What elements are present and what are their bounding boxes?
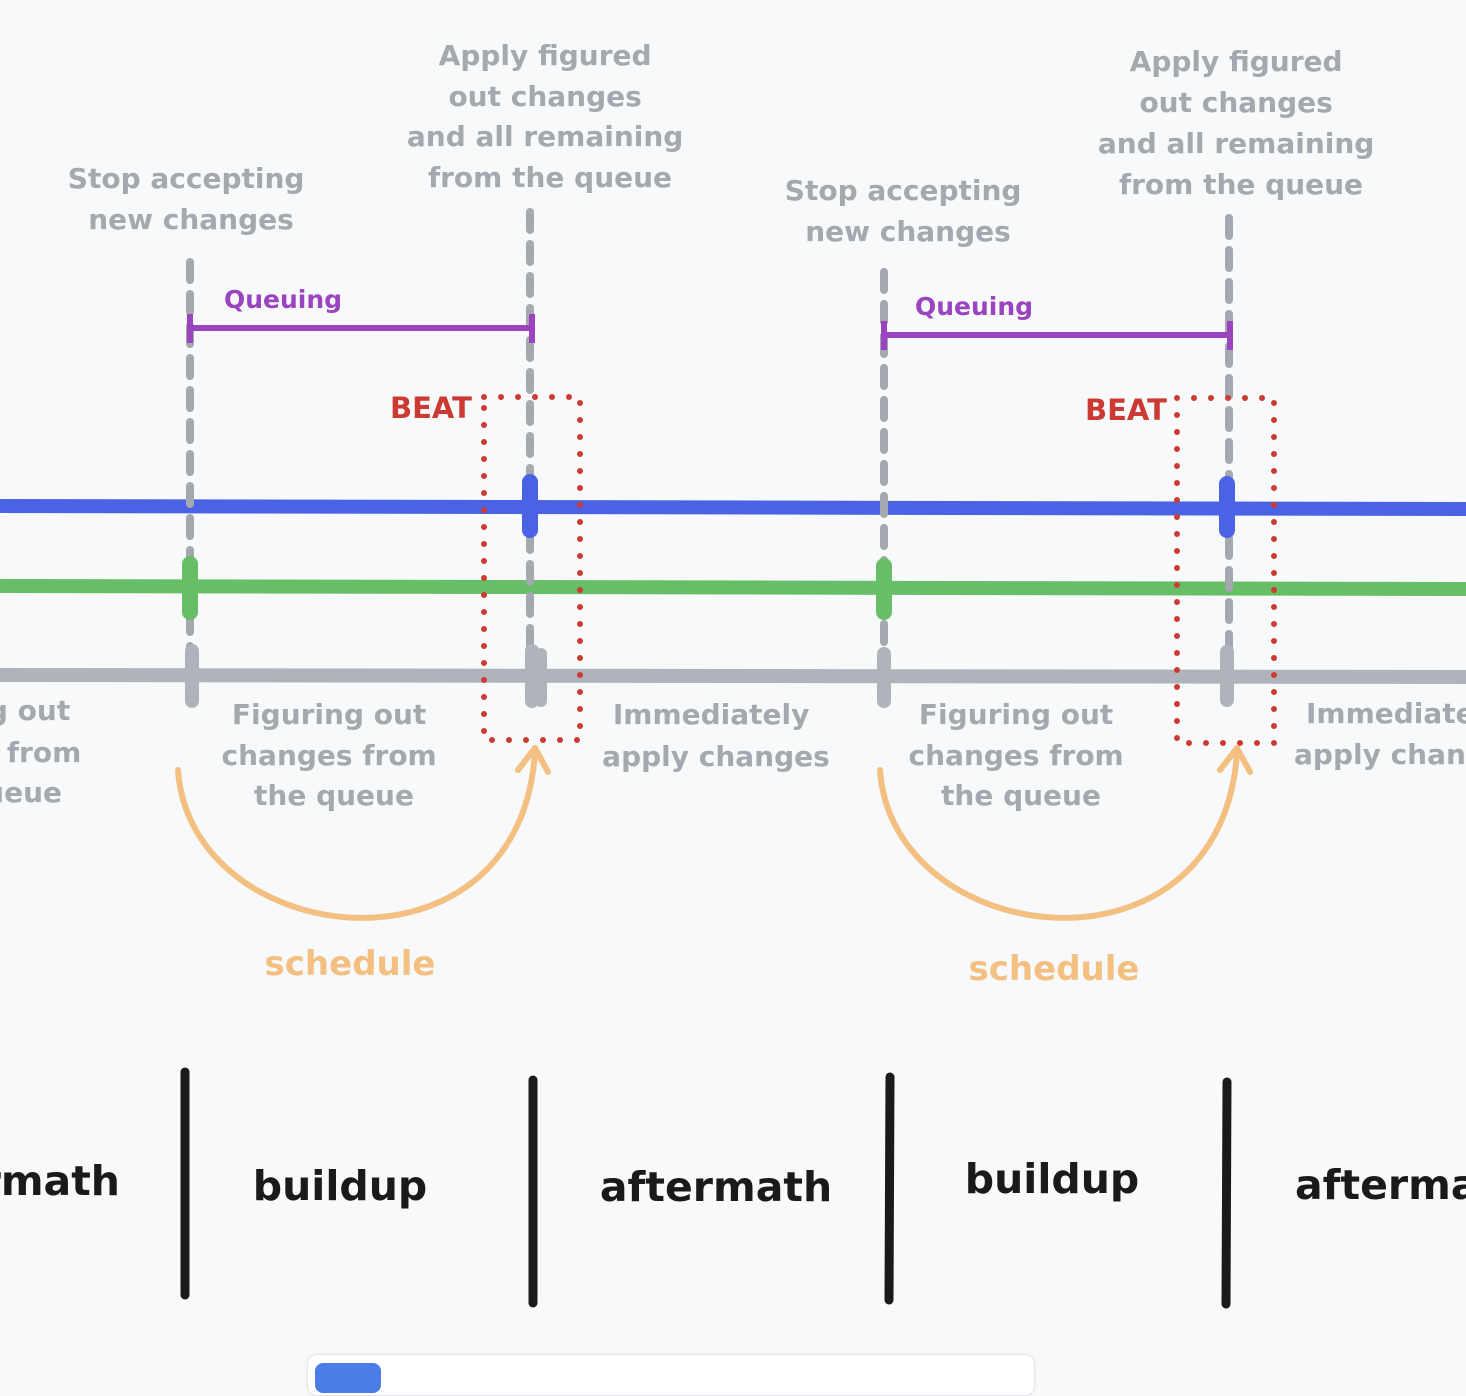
figuring-out-label-2: Figuring out changes from the queue bbox=[909, 698, 1134, 812]
apply-changes-label-1: Apply figured out changes and all remain… bbox=[407, 39, 693, 194]
phase-label-buildup-2: buildup bbox=[965, 1155, 1140, 1203]
queuing-label-2: Queuing bbox=[915, 292, 1033, 321]
beat-label-2: BEAT bbox=[1085, 393, 1167, 427]
figuring-out-label-1: Figuring out changes from the queue bbox=[222, 698, 447, 812]
phase-label-aftermath-2: afterma bbox=[1295, 1161, 1466, 1209]
beat-label-1: BEAT bbox=[390, 391, 472, 425]
beat-box-2 bbox=[1174, 395, 1277, 746]
schedule-label-2: schedule bbox=[969, 949, 1140, 989]
schedule-arc-1 bbox=[175, 745, 551, 921]
schedule-label-1: schedule bbox=[265, 944, 436, 984]
phase-label-aftermath-1: aftermath bbox=[600, 1163, 832, 1211]
immediately-apply-label-2: Immediate apply chang bbox=[1294, 697, 1466, 771]
schedule-arrowhead-1 bbox=[515, 745, 551, 775]
gray-timeline bbox=[0, 668, 1466, 684]
schedule-arrowhead-2 bbox=[1217, 745, 1253, 775]
bottom-toolbar bbox=[307, 1354, 1035, 1396]
blue-timeline bbox=[0, 499, 1466, 516]
stop-accepting-label-2: Stop accepting new changes bbox=[785, 174, 1031, 248]
schedule-arc-2 bbox=[877, 745, 1253, 921]
phase-label-buildup-1: buildup bbox=[253, 1162, 428, 1210]
toolbar-button[interactable] bbox=[315, 1363, 381, 1393]
stop-accepting-label-1: Stop accepting new changes bbox=[68, 162, 314, 236]
queuing-label-1: Queuing bbox=[224, 285, 342, 314]
phase-divider-4 bbox=[1221, 1077, 1232, 1309]
immediately-apply-label-1: Immediately apply changes bbox=[602, 698, 830, 773]
beat-box-1 bbox=[481, 394, 583, 743]
figuring-out-label-left: g out s from ueue bbox=[0, 694, 91, 809]
queuing-bracket-1 bbox=[187, 314, 535, 343]
phase-label-aftermath-left: rmath bbox=[0, 1157, 120, 1205]
queuing-bracket-2 bbox=[881, 321, 1233, 350]
green-timeline bbox=[0, 579, 1466, 596]
apply-changes-label-2: Apply figured out changes and all remain… bbox=[1098, 45, 1384, 201]
phase-divider-3 bbox=[884, 1072, 895, 1305]
